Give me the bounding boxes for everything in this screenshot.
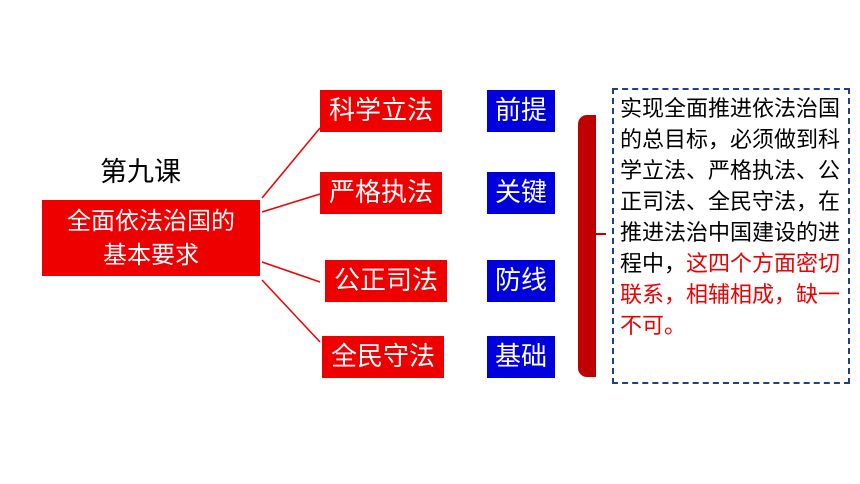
summary-box: 实现全面推进依法治国的总目标，必须做到科学立法、严格执法、公正司法、全民守法，在… <box>612 88 850 384</box>
requirement-box-1: 科学立法 <box>320 90 442 132</box>
role-box-4: 基础 <box>487 336 555 378</box>
requirement-box-2: 严格执法 <box>320 172 442 214</box>
requirement-box-3: 公正司法 <box>325 260 447 302</box>
main-topic-line-1: 全面依法治国的 <box>67 207 235 235</box>
connector-line-3 <box>261 261 321 283</box>
summary-text: 实现全面推进依法治国的总目标，必须做到科学立法、严格执法、公正司法、全民守法，在… <box>620 97 841 277</box>
role-box-3: 防线 <box>487 260 555 302</box>
connector-line-2 <box>261 193 321 213</box>
lesson-title: 第九课 <box>100 157 181 188</box>
main-topic-box: 全面依法治国的 基本要求 <box>42 200 260 276</box>
connector-line-4 <box>261 279 321 343</box>
role-box-1: 前提 <box>487 90 555 132</box>
main-topic-line-2: 基本要求 <box>103 241 199 269</box>
connector-line-1 <box>261 127 321 199</box>
requirement-box-4: 全民守法 <box>322 336 444 378</box>
role-box-2: 关键 <box>487 172 555 214</box>
summary-emphasis: 这四个方面密切联系，相辅相成，缺一不可。 <box>620 252 841 339</box>
bracket-bar <box>578 115 596 377</box>
